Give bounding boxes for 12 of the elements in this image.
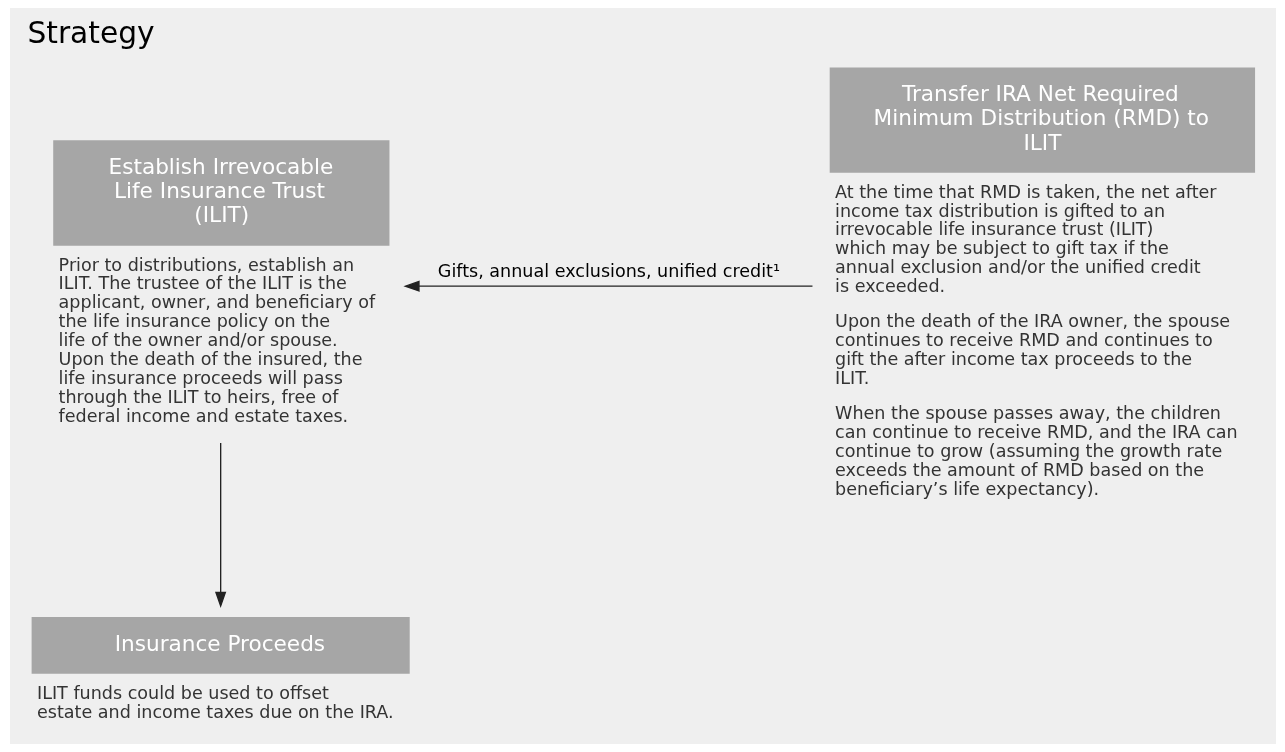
arrow xyxy=(214,442,226,608)
node-box: Transfer IRA Net Required Minimum Distribution (RMD) to ILIT xyxy=(829,67,1255,173)
node-label: ILIT funds could be used to offset estate and income taxes due on the IRA. xyxy=(36,682,394,722)
node-label: At the time that RMD is taken, the net after income tax distribution is gifted to an irrevocable life insurance trust (ILIT) which may be subject to gift tax if the annual exclusion and/or the unified credit is exceeded. xyxy=(834,181,1217,297)
diagram-title: Strategy xyxy=(26,14,155,50)
node-label: When the spouse passes away, the children can continue to receive RMD, and the IRA can continue to grow (assuming the growth rate exceeds the amount of RMD based on the beneficiary’s life expectancy). xyxy=(834,403,1238,499)
edge-label: Gifts, annual exclusions, unified credit¹ xyxy=(437,261,780,282)
node-label: Upon the death of the IRA owner, the spouse continues to receive RMD and continues to gift the after income tax proceeds to the ILIT. xyxy=(834,311,1230,388)
arrow xyxy=(402,280,813,292)
node-label: Prior to distributions, establish an ILIT. The trustee of the ILIT is the applicant, owner, and beneficiary of the life insurance policy on the life of the owner and/or spouse. Upon the death of the insured, the life insurance proceeds will pass through the ILIT to heirs, free of federal income and estate taxes. xyxy=(58,254,375,426)
node-box: Establish Irrevocable Life Insurance Trust (ILIT) xyxy=(52,140,389,246)
node-box: Insurance Proceeds xyxy=(31,617,410,674)
